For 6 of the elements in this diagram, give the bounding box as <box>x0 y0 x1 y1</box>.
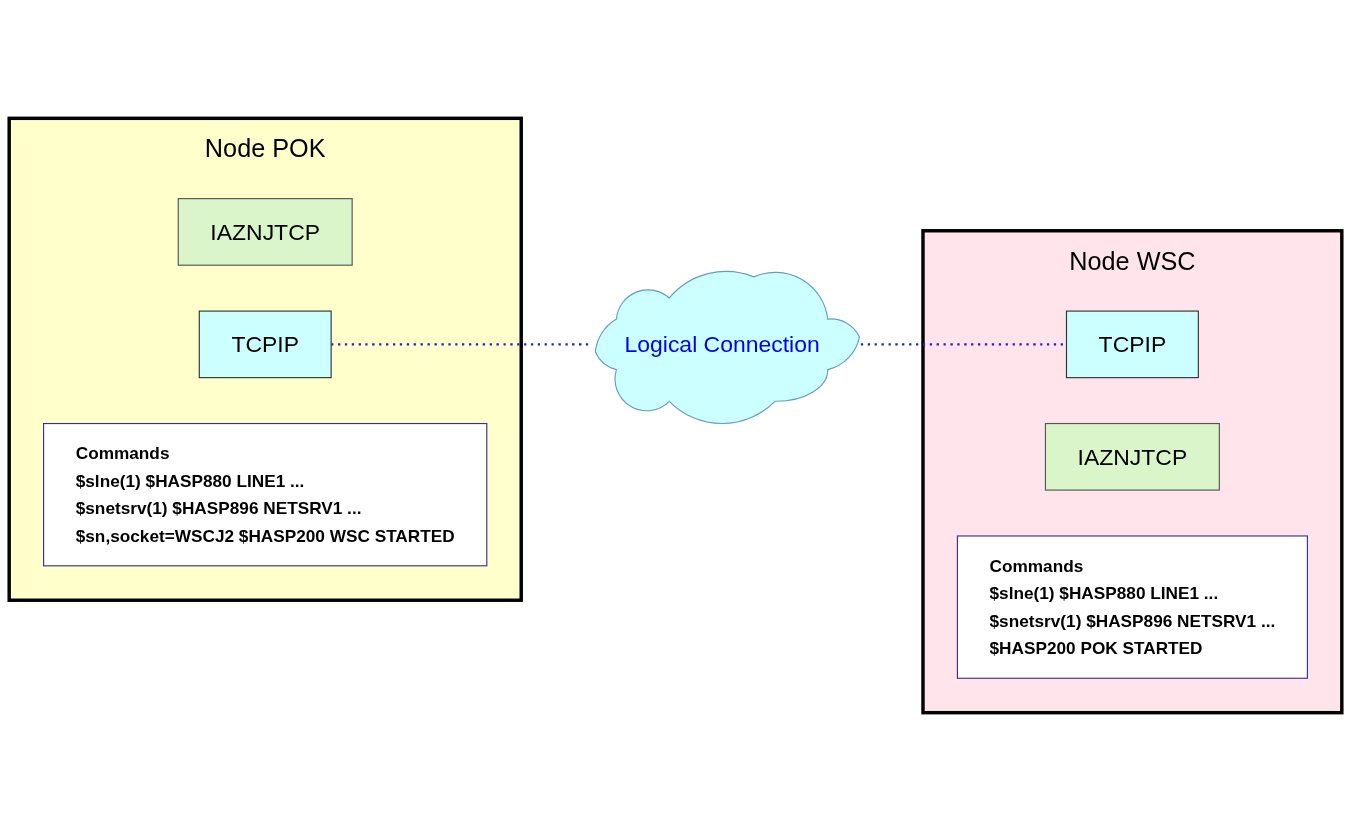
node-box: IAZNJTCP <box>1044 422 1220 491</box>
node-box: IAZNJTCP <box>177 198 353 266</box>
node-box: TCPIP <box>198 310 332 379</box>
node-box: TCPIP <box>1065 310 1199 379</box>
node-box: Commands $slne(1) $HASP880 LINE1 ... $snetsrv(1) $HASP896 NETSRV1 ... $HASP200 POK STARTED <box>956 535 1308 679</box>
node-box: Commands $slne(1) $HASP880 LINE1 ... $snetsrv(1) $HASP896 NETSRV1 ... $sn,socket=WSCJ2 $HASP200 WSC STARTED <box>43 422 488 567</box>
